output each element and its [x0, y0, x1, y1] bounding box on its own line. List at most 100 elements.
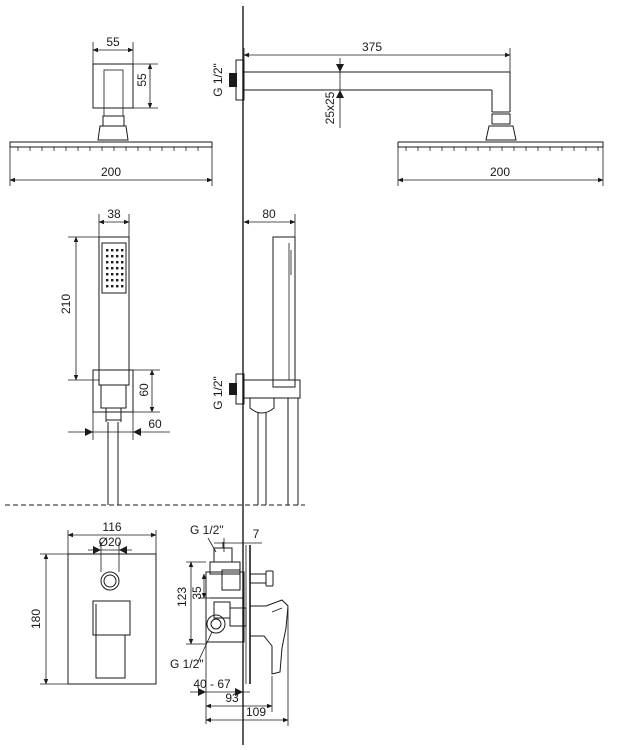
head-plate: [9, 141, 213, 148]
spray-dot: [106, 285, 109, 288]
side-connector: [229, 607, 247, 627]
head-neck: [97, 125, 129, 141]
hand-side-body: [272, 236, 296, 388]
spray-dot: [111, 285, 114, 288]
arrow: [336, 64, 344, 72]
spray-dot: [121, 285, 124, 288]
spray-dot: [116, 255, 119, 258]
valve-cartridge: [221, 569, 241, 591]
hand-side-nut: [229, 383, 237, 395]
spray-dot: [121, 273, 124, 276]
spray-dot: [111, 279, 114, 282]
dim-7: 7: [253, 527, 260, 541]
thread-label-hand: G 1/2": [211, 376, 225, 410]
diverter-knob-outer: [100, 571, 120, 591]
head-side-nozzles: [405, 147, 599, 151]
spray-dot: [116, 249, 119, 252]
spray-dot: [111, 249, 114, 252]
hand-front-view: 38 210 60 60: [59, 207, 170, 505]
hand-spray-nozzles: [106, 249, 124, 288]
head-side-connector: [491, 113, 511, 125]
head-front-view: 55 55 200: [9, 35, 213, 186]
lever-side-detail: [271, 607, 283, 613]
dim-diameter-20: Ø20: [99, 535, 122, 549]
bottom-port-outer: [206, 614, 226, 634]
bracket-inner: [103, 69, 124, 109]
valve-square: [213, 601, 231, 619]
dim-80: 80: [262, 207, 276, 221]
head-nozzles: [17, 147, 199, 151]
dim-116: 116: [102, 520, 121, 534]
arm-wall-nut: [229, 73, 237, 87]
mixer-box: [205, 571, 245, 643]
hand-body: [98, 236, 130, 386]
spray-dot: [116, 279, 119, 282]
holder-cup: [100, 385, 127, 409]
hand-side-holder-base: [249, 398, 275, 414]
spray-dot: [111, 273, 114, 276]
mixer-plate: [67, 553, 157, 685]
spray-dot: [121, 261, 124, 264]
mixer-side-view: G 1/2" 7 123 35 G 1/2" 40 - 67 93 109: [170, 523, 289, 726]
spray-dot: [121, 249, 124, 252]
hand-spray-face: [101, 242, 127, 294]
arrow: [336, 90, 344, 98]
bracket-body: [92, 63, 134, 109]
spray-dot: [121, 255, 124, 258]
spray-dot: [106, 249, 109, 252]
spray-dot: [106, 261, 109, 264]
hand-side-view: G 1/2" 80: [211, 207, 301, 505]
spray-dot: [106, 279, 109, 282]
thread-label-bottom: G 1/2": [170, 657, 204, 671]
spray-dot: [111, 261, 114, 264]
spray-dot: [116, 285, 119, 288]
spray-dot: [116, 267, 119, 270]
hand-side-holder: [244, 379, 301, 399]
diverter-knob-side: [265, 570, 274, 587]
thread-label-arm: G 1/2": [211, 63, 225, 97]
dim-55-height: 55: [135, 73, 149, 87]
dim-25x25: 25x25: [323, 91, 337, 124]
dim-40-67: 40 - 67: [193, 677, 231, 691]
head-side-neck: [485, 125, 517, 141]
head-connector: [102, 115, 125, 127]
lever-stem: [95, 634, 126, 679]
mixer-lever: [92, 600, 131, 636]
thread-label-top: G 1/2": [190, 523, 224, 537]
arrow: [235, 688, 243, 696]
arrow: [85, 428, 93, 436]
head-side-view: G 1/2" 375 25x25 200: [211, 40, 604, 186]
dim-375: 375: [362, 40, 382, 54]
mixer-top-port: [213, 547, 233, 563]
arrow: [119, 546, 127, 554]
spray-dot: [121, 279, 124, 282]
dim-38: 38: [107, 207, 121, 221]
dim-200-front: 200: [101, 165, 121, 179]
arrow: [133, 428, 141, 436]
arrow: [93, 546, 101, 554]
leader-line: [197, 631, 213, 663]
spray-dot: [116, 261, 119, 264]
spray-dot: [106, 273, 109, 276]
spray-dot: [106, 255, 109, 258]
leader-line: [207, 537, 217, 553]
spray-dot: [111, 255, 114, 258]
dim-55-width: 55: [106, 35, 120, 49]
dim-35: 35: [190, 586, 204, 600]
holder-plate: [92, 369, 134, 413]
dim-180: 180: [29, 609, 43, 629]
head-side-plate: [397, 141, 604, 148]
spray-dot: [106, 267, 109, 270]
dim-123: 123: [175, 587, 189, 607]
spray-dot: [116, 273, 119, 276]
dim-60-horizontal: 60: [148, 417, 162, 431]
spray-dot: [121, 267, 124, 270]
dim-210: 210: [59, 294, 73, 314]
dim-200-side: 200: [490, 165, 510, 179]
spray-dot: [111, 267, 114, 270]
lever-side: [250, 599, 289, 675]
diverter-knob-inner: [103, 574, 117, 588]
arrow: [198, 688, 206, 696]
bottom-port-inner: [210, 618, 222, 630]
